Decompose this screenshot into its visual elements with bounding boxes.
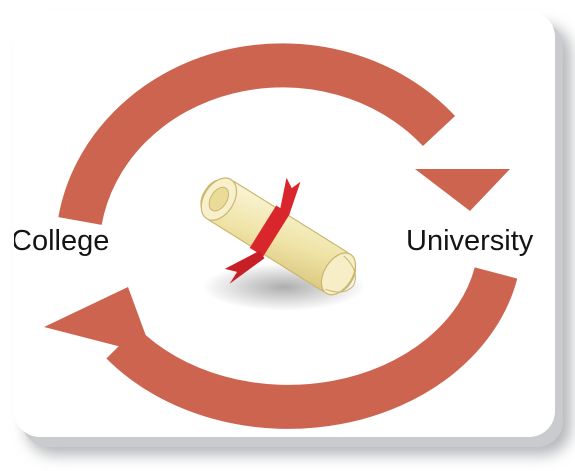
diploma-scroll-icon xyxy=(200,177,366,311)
bottom-cycle-arrow xyxy=(44,267,518,429)
top-cycle-arrow xyxy=(58,43,510,226)
diagram-card: College University xyxy=(14,11,555,437)
college-label: College xyxy=(14,225,110,257)
university-label: University xyxy=(406,225,534,257)
cycle-diagram xyxy=(44,43,518,429)
